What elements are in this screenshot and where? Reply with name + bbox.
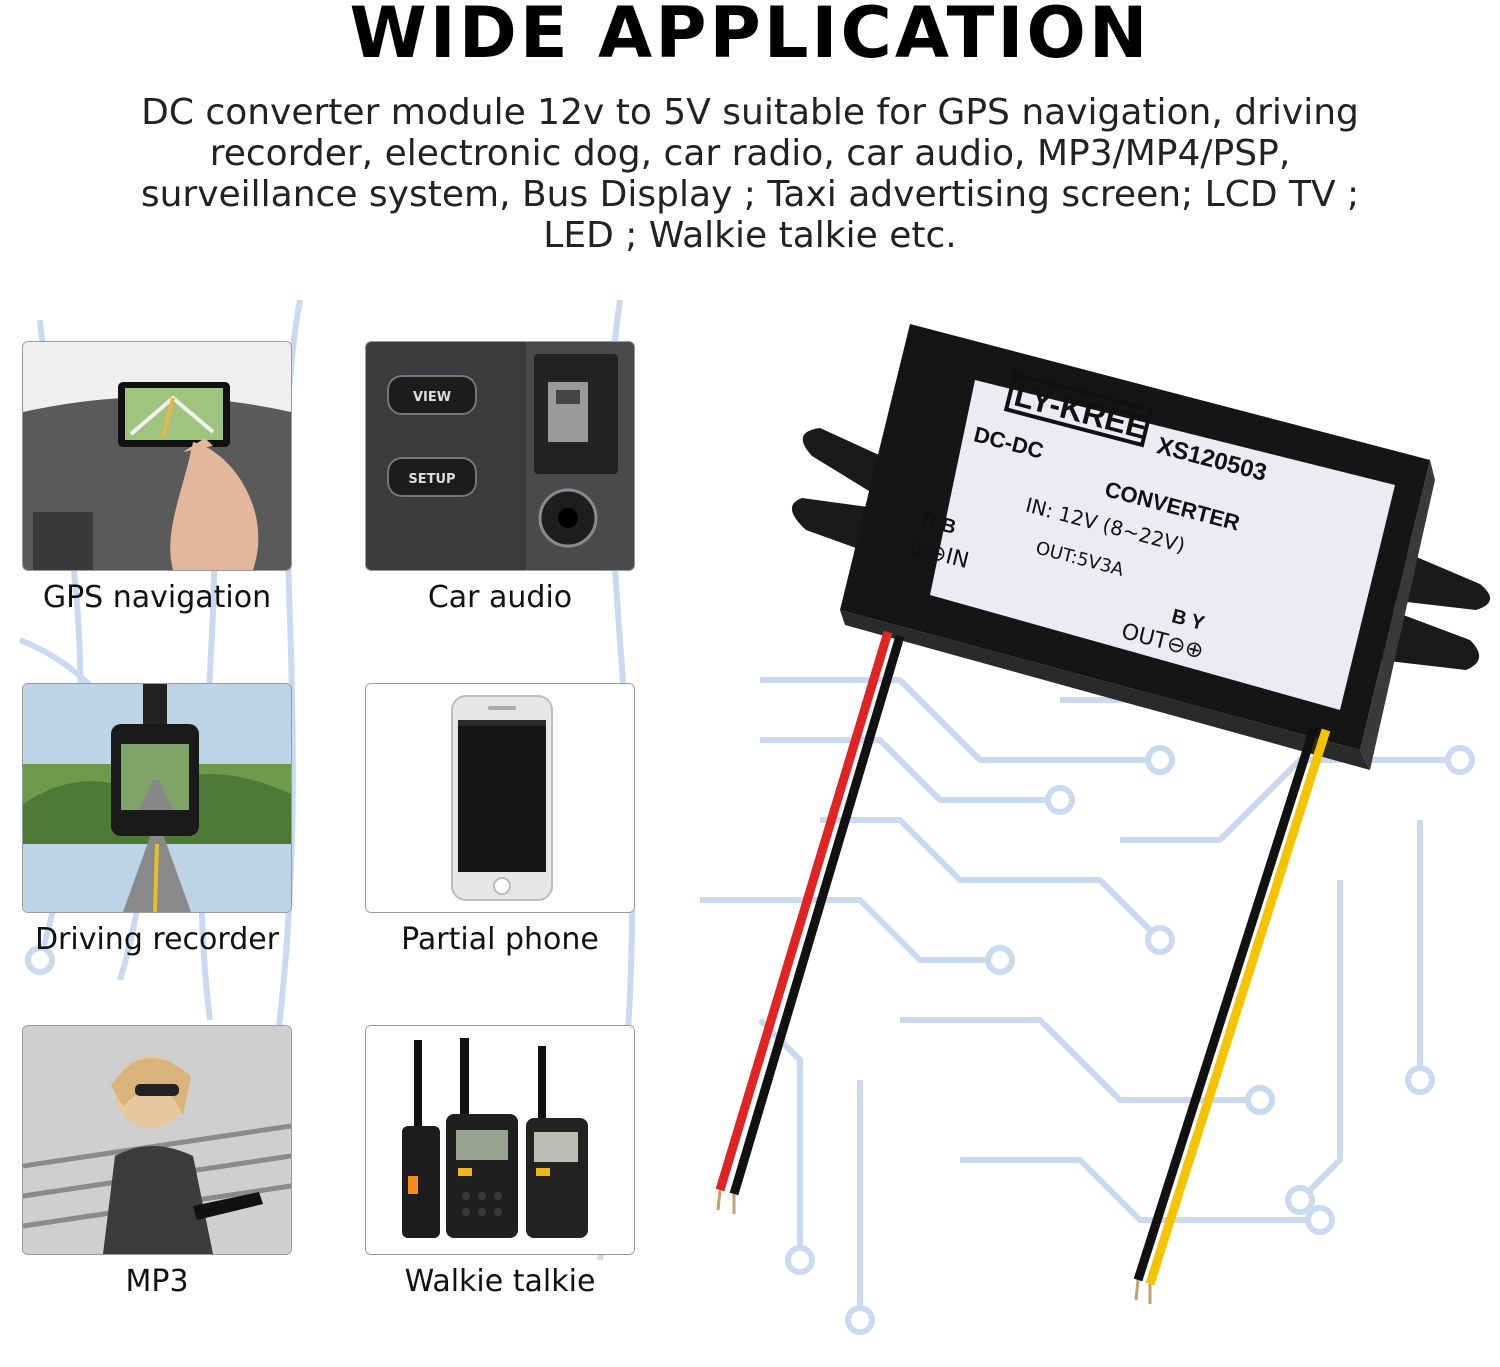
- partial-phone-label: Partial phone: [401, 922, 599, 957]
- walkie-talkie-label: Walkie talkie: [404, 1264, 596, 1299]
- page-title: WIDE APPLICATION: [349, 0, 1151, 74]
- mp3-label: MP3: [125, 1264, 189, 1299]
- view-button-label: VIEW: [413, 390, 451, 405]
- gps-navigation-image: [22, 341, 292, 571]
- product-description: DC converter module 12v to 5V suitable f…: [140, 92, 1360, 256]
- mp3-image: [22, 1025, 292, 1255]
- driving-recorder-label: Driving recorder: [34, 922, 280, 957]
- gps-navigation-label: GPS navigation: [42, 580, 272, 615]
- red-wire: [715, 630, 893, 1192]
- black-wire-out: [1133, 726, 1319, 1282]
- setup-button-label: SETUP: [408, 472, 455, 487]
- car-audio-image: VIEW SETUP: [365, 341, 635, 571]
- mount-tab-right-2: [1380, 610, 1480, 670]
- driving-recorder-image: [22, 683, 292, 913]
- black-wire-in: [729, 634, 905, 1196]
- walkie-talkie-image: [365, 1025, 635, 1255]
- converter-product-image: LY-KREE XS120503 DC-DC CONVERTER IN: 12V…: [690, 310, 1500, 1310]
- partial-phone-image: [365, 683, 635, 913]
- car-audio-label: Car audio: [427, 580, 573, 615]
- yellow-wire: [1145, 728, 1331, 1286]
